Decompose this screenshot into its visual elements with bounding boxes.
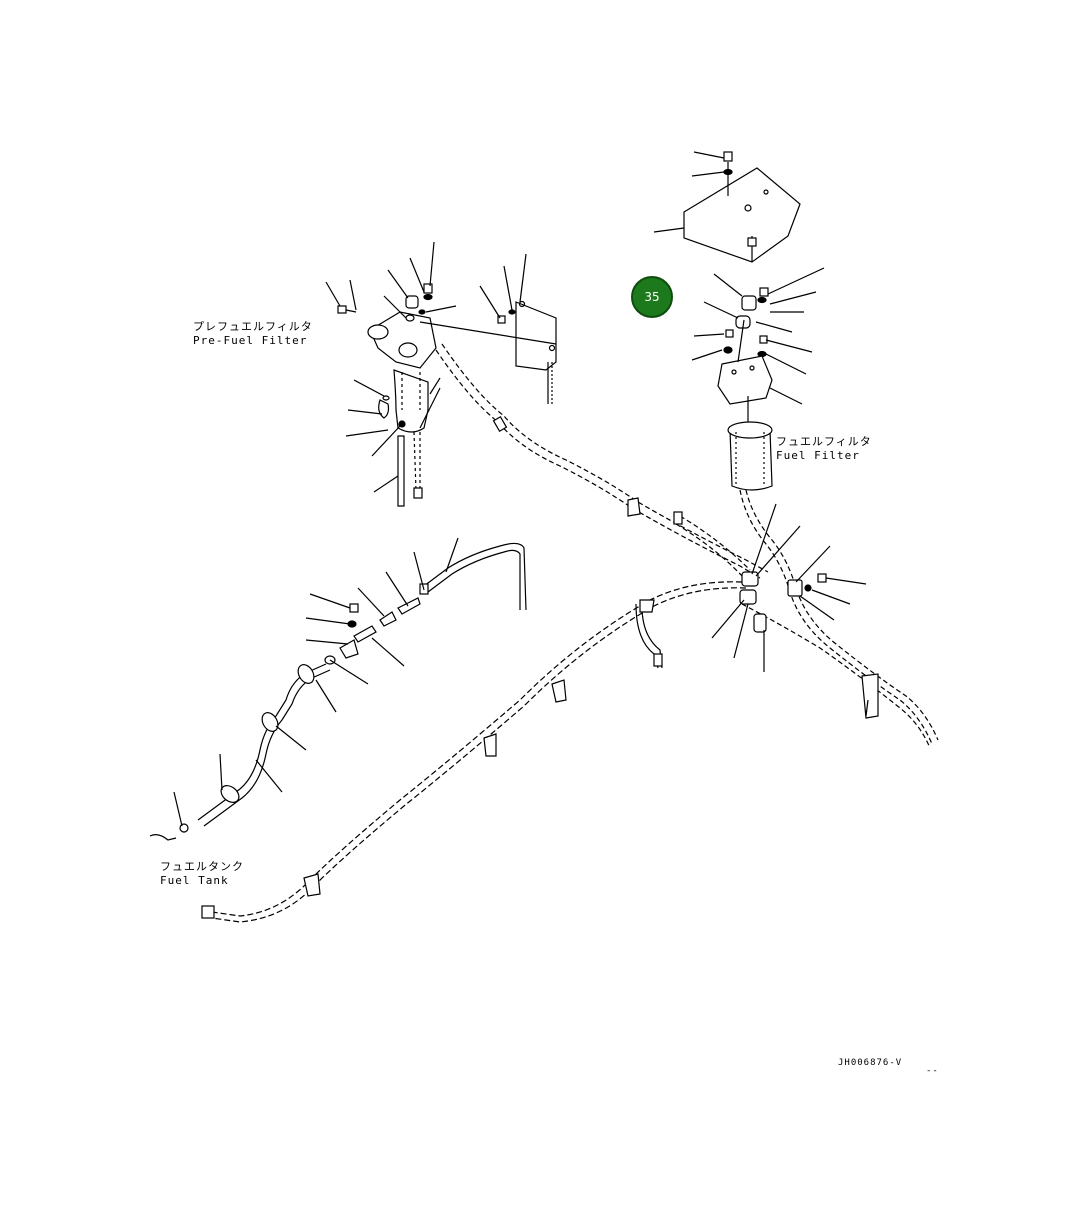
fuel-tank-label-en: Fuel Tank [160,874,229,887]
fuel-filter-label-jp: フュエルフィルタ [776,435,872,448]
pre-fuel-filter-assembly [325,241,557,507]
fuel-tank-label-jp: フュエルタンク [160,860,244,873]
fuel-filter-label: フュエルフィルタ Fuel Filter [776,435,872,463]
filter-cover-plate [653,151,801,263]
pre-fuel-filter-label-en: Pre-Fuel Filter [193,334,308,347]
fuel-filter-label-en: Fuel Filter [776,449,860,462]
hose-clamps [711,503,867,672]
corner-mark: -- [926,1066,939,1076]
pre-fuel-filter-label: プレフュエルフィルタ Pre-Fuel Filter [193,320,313,348]
drawing-code: JH006876-V [838,1058,903,1068]
pre-fuel-filter-label-jp: プレフュエルフィルタ [193,320,313,333]
fuel-filter-assembly [691,267,825,491]
return-pipe-assembly [149,537,527,841]
fuel-filter-hose [673,489,939,749]
pre-filter-hose [435,343,769,579]
callout-35[interactable]: 35 [631,276,673,318]
main-fuel-line [201,581,747,923]
fuel-tank-label: フュエルタンク Fuel Tank [160,860,244,888]
